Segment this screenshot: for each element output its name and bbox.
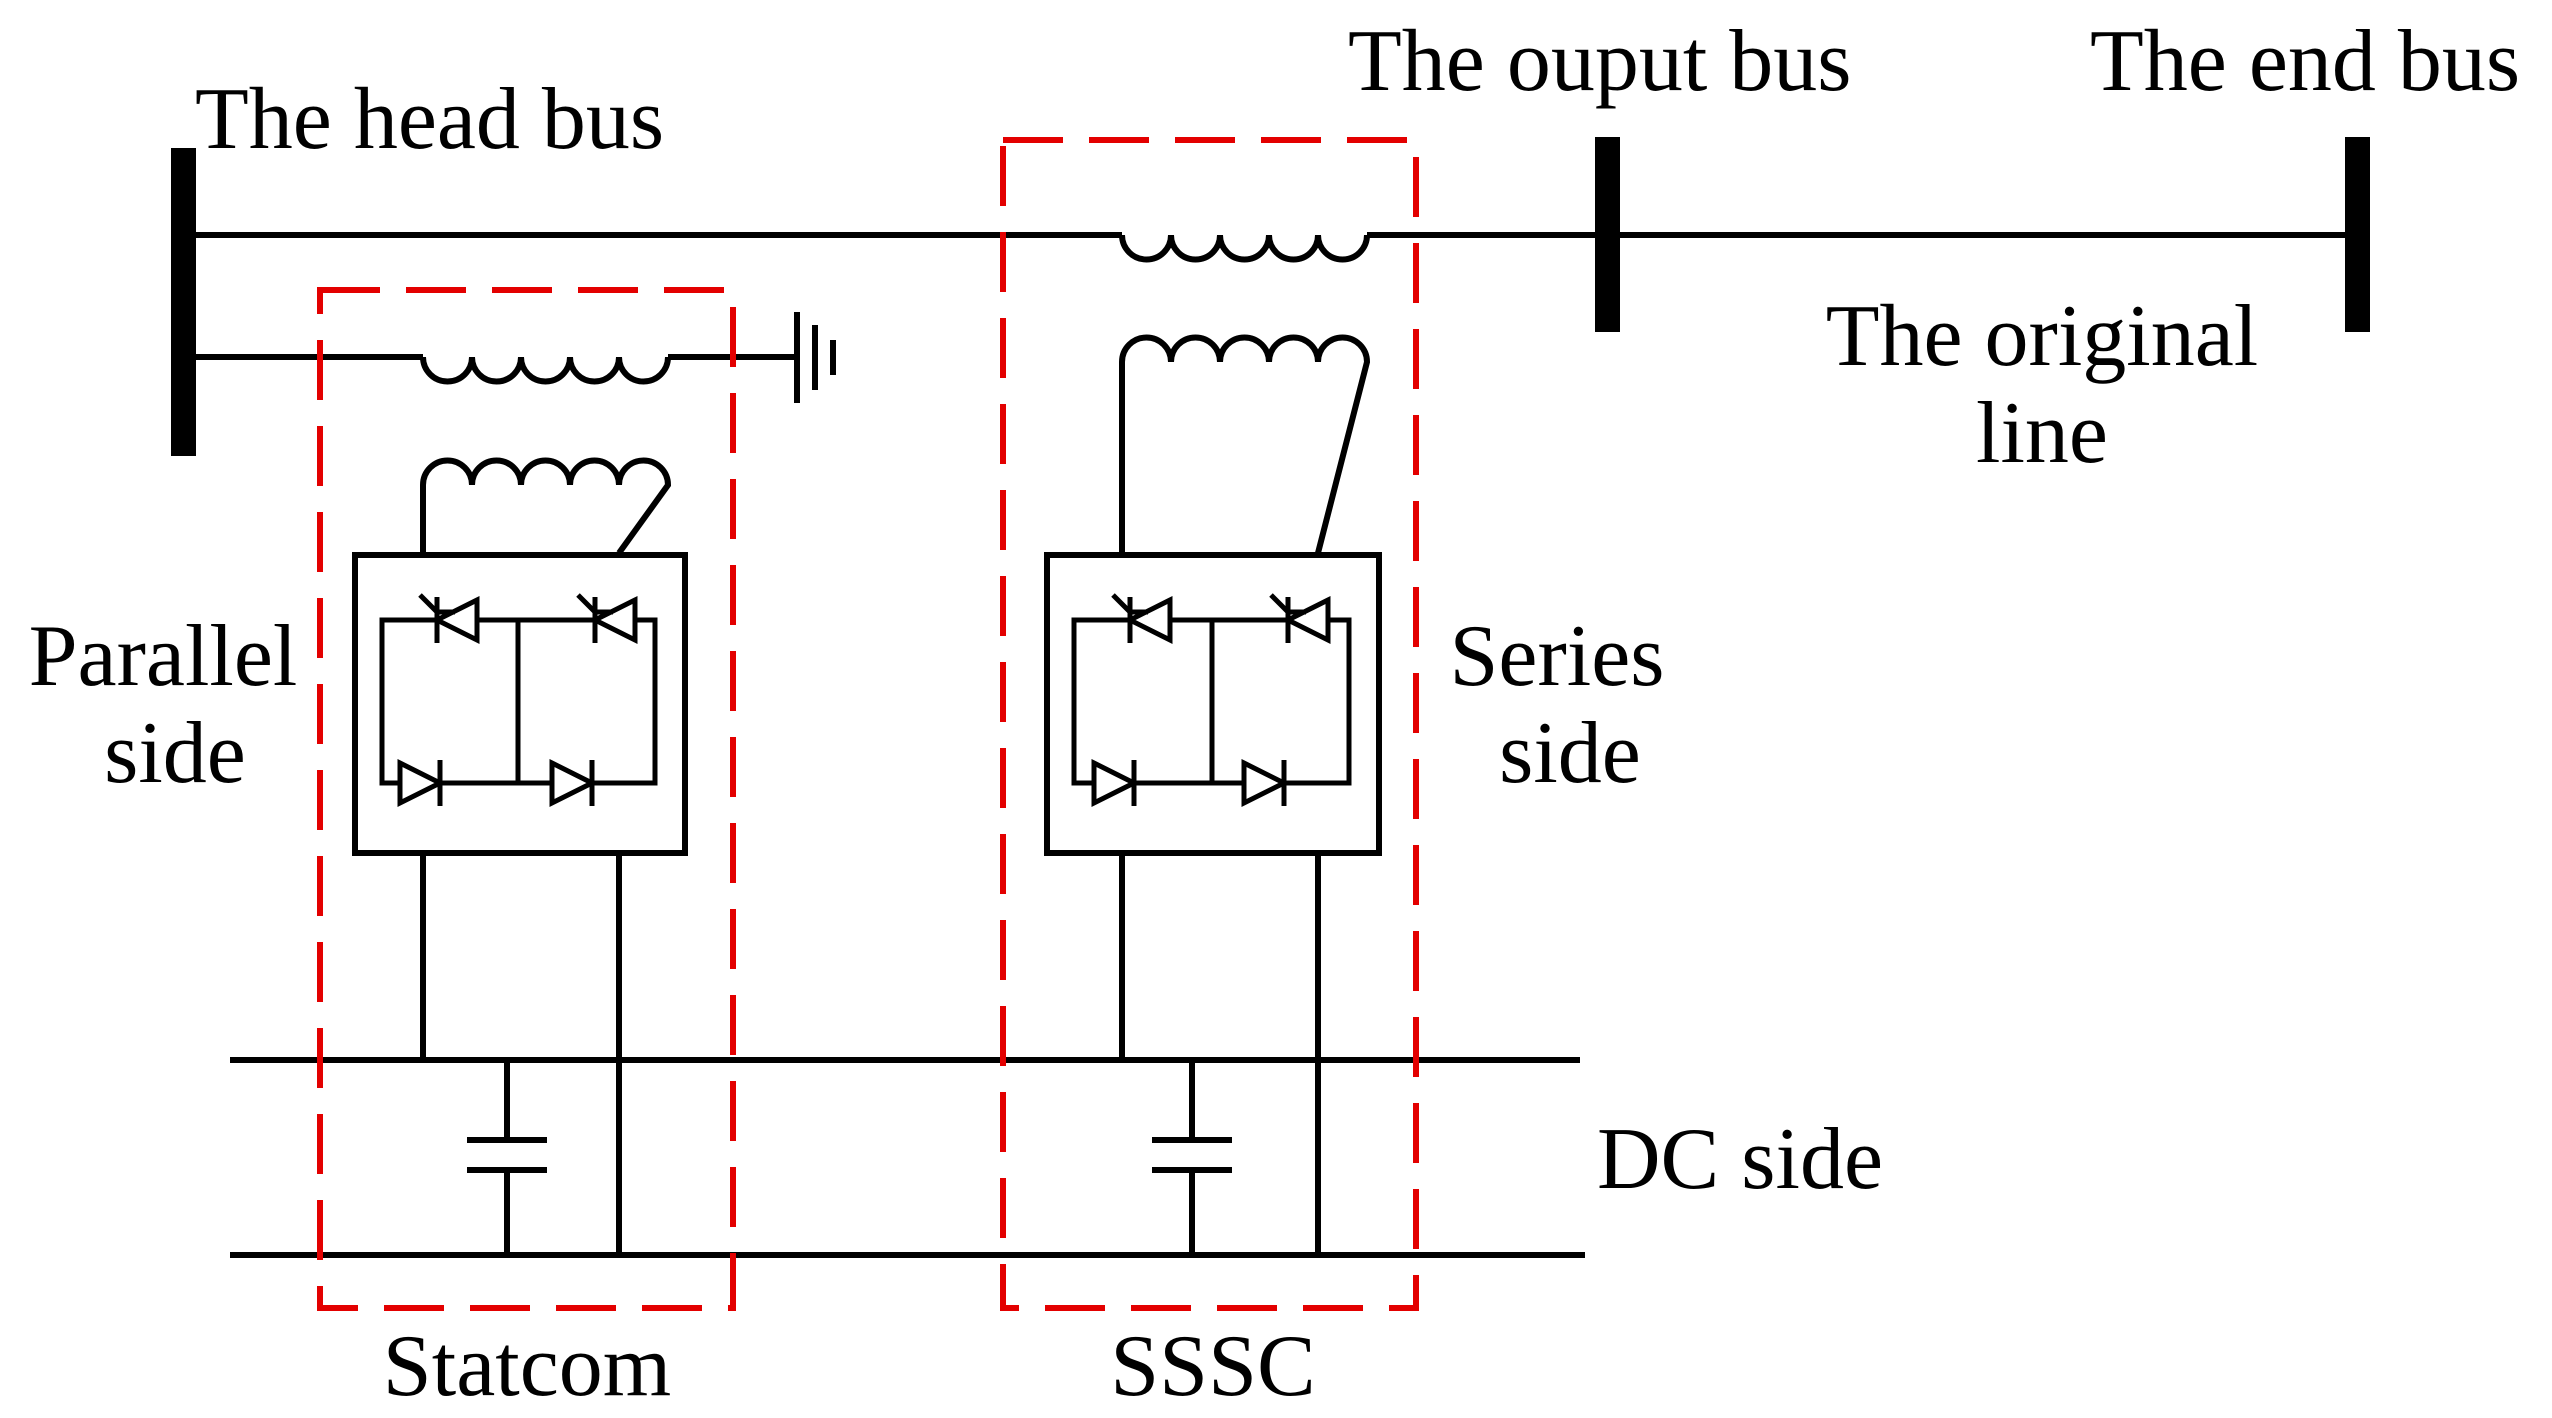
series-converter-switch [1111,593,1173,645]
dc-side-label: DC side [1597,1111,1883,1208]
ground-symbol [794,312,836,403]
sssc-label: SSSC [1110,1318,1316,1415]
dc-link [230,853,1585,1258]
end-bus-bar [2345,137,2370,332]
dc-capacitor [467,1060,547,1255]
head-bus-bar [171,148,196,456]
parallel-converter [352,552,688,856]
parallel-converter-diode [397,758,446,808]
head-bus-label: The head bus [195,71,664,168]
series-converter-diode [1091,758,1140,808]
parallel-side-label-2: side [104,705,246,802]
parallel-converter-switch [576,593,638,645]
sssc-boundary [1000,137,1419,1311]
main-line [196,232,1595,263]
dc-capacitor [1152,1060,1232,1255]
parallel-converter-switch [418,593,480,645]
series-transformer-secondary [1119,334,1371,554]
output-bus-label: The ouput bus [1348,13,1852,110]
parallel-side-label: Parallel [29,608,298,705]
parallel-transformer-secondary [420,457,672,555]
original-line-label: The original [1826,288,2259,385]
output-bus-bar [1595,137,1620,332]
end-bus-label: The end bus [2090,13,2520,110]
series-side-label-2: side [1499,705,1641,802]
series-converter [1044,552,1382,856]
original-line-label-2: line [1976,385,2108,482]
statcom-label: Statcom [383,1318,671,1415]
statcom-boundary [317,287,736,1311]
shunt-branch [196,354,795,385]
series-side-label: Series [1449,608,1664,705]
parallel-converter-diode [549,758,598,808]
series-converter-diode [1241,758,1290,808]
series-converter-switch [1269,593,1331,645]
